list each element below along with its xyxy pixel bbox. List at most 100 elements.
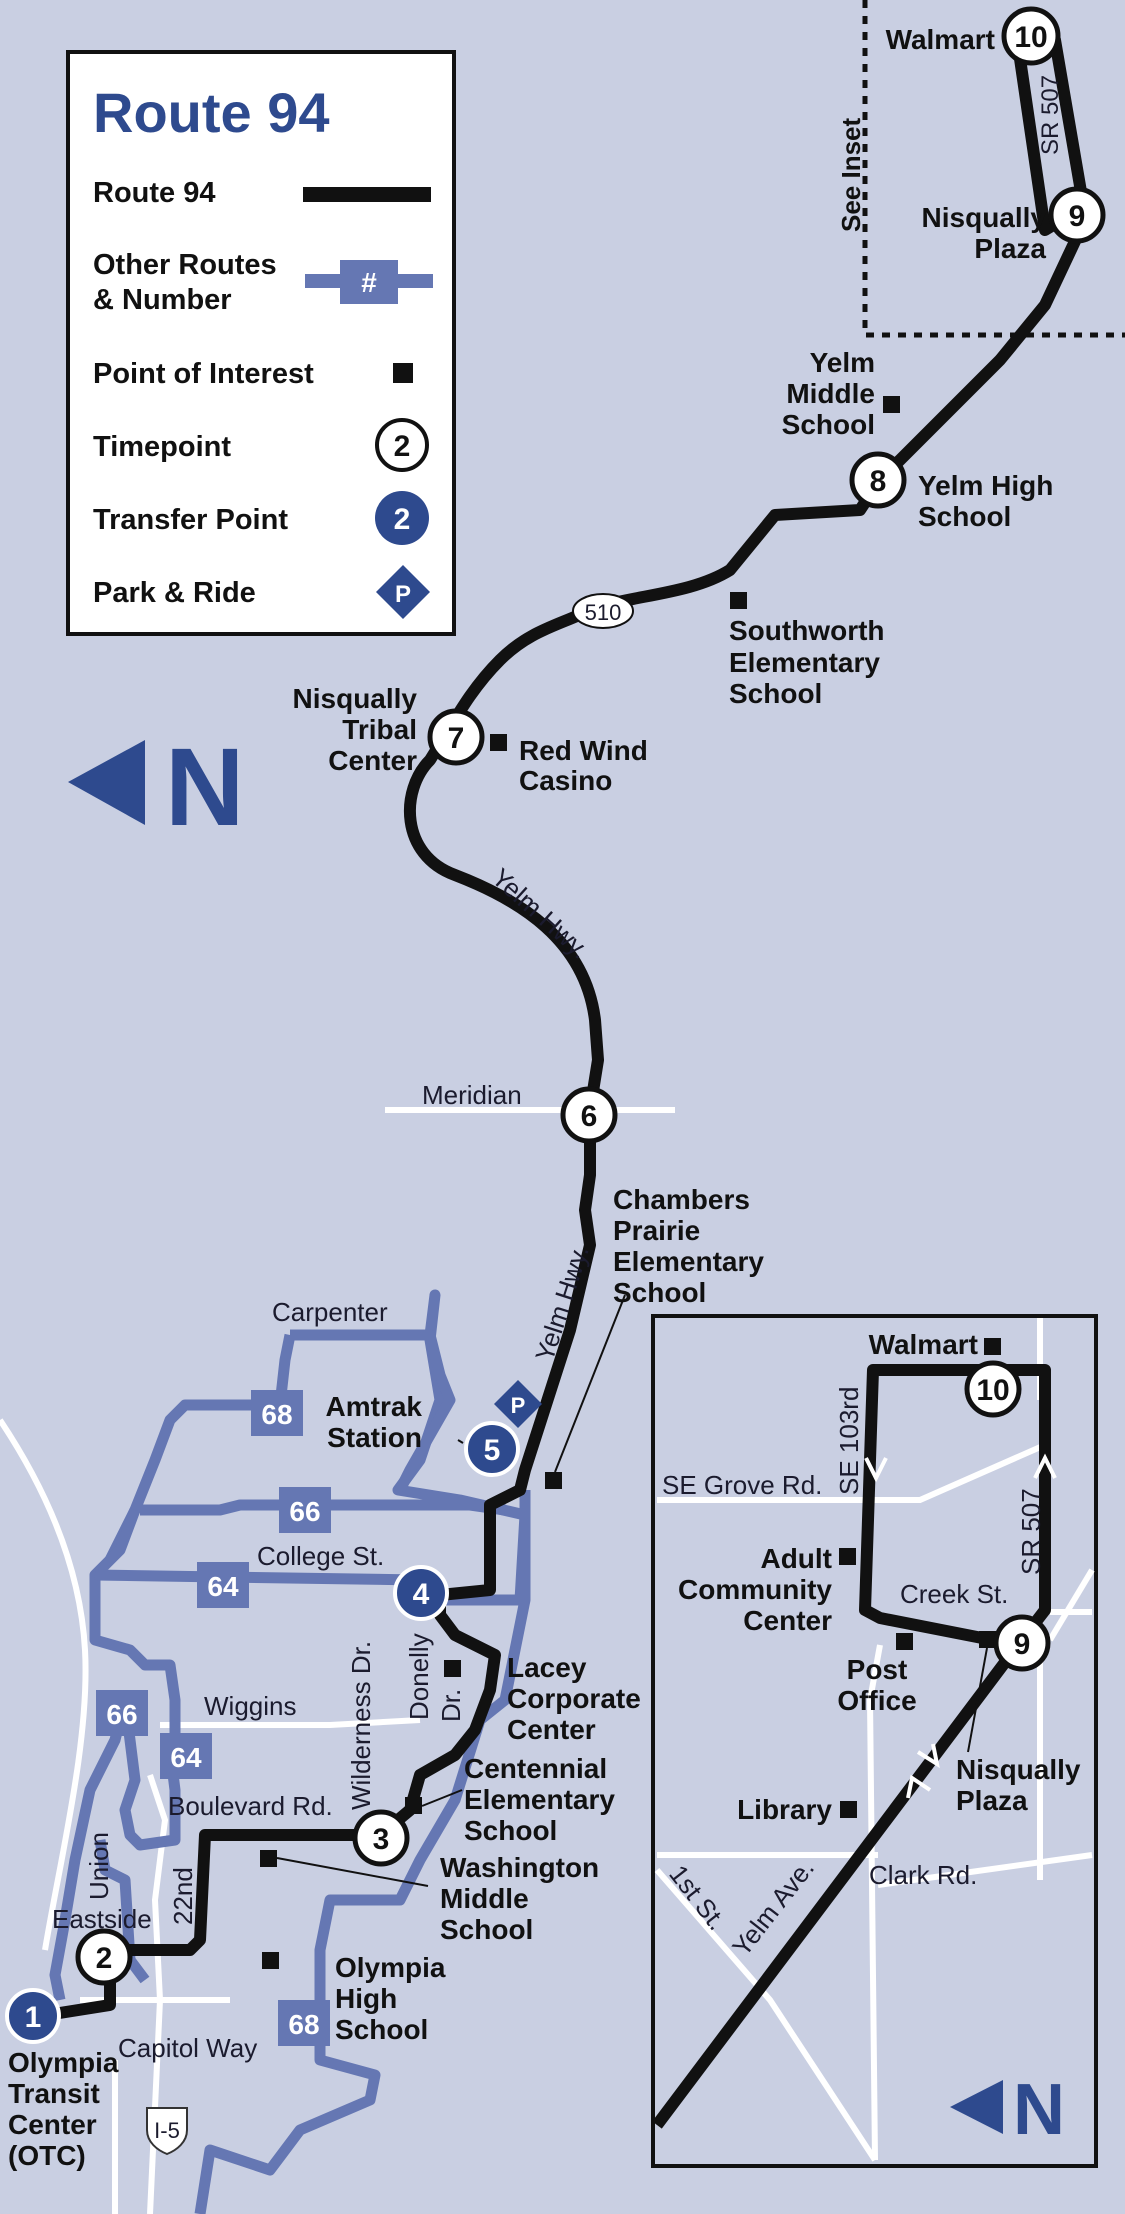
22nd-label: 22nd	[168, 1867, 198, 1925]
timepoint-7-label-line1: Nisqually	[293, 683, 418, 714]
legend-other-routes-line1: Other Routes	[93, 249, 277, 281]
svg-text:1: 1	[25, 2001, 42, 2034]
legend-park-ride-label: Park & Ride	[93, 577, 256, 609]
inset-post-office-marker	[896, 1633, 913, 1650]
poi-red-wind-line2: Casino	[519, 765, 612, 796]
inset-walmart-label: Walmart	[869, 1329, 978, 1360]
legend-poi-square	[393, 363, 413, 383]
north-arrow-triangle	[68, 740, 145, 825]
timepoint-9-label-line1: Nisqually	[922, 202, 1047, 233]
inset-clark-rd	[877, 1852, 1093, 1888]
inset-chevron-ne	[916, 1743, 940, 1769]
inset-1st-st	[654, 1868, 878, 2162]
poi-yelm-middle-line1: Yelm	[810, 347, 875, 378]
inset-adult-line1: Adult	[760, 1543, 832, 1574]
street-west-curve	[0, 1418, 89, 1951]
wilderness-label: Wilderness Dr.	[346, 1641, 376, 1810]
poi-chambers-line2: Prairie	[613, 1215, 700, 1246]
legend-park-ride-symbol: P	[395, 581, 411, 608]
route-badge-64-west: 64	[160, 1733, 212, 1779]
legend-route-label: Route 94	[93, 177, 215, 209]
boulevard-label: Boulevard Rd.	[168, 1791, 333, 1821]
legend-timepoint-circle	[375, 418, 429, 472]
other-route-badges: 68 66 64 66 64 68	[96, 1390, 331, 2046]
poi-olympia-high-line2: High	[335, 1983, 397, 2014]
inset-timepoint-10	[964, 1360, 1022, 1418]
poi-washington-marker	[260, 1850, 277, 1867]
poi-olympia-high-marker	[262, 1952, 279, 1969]
see-inset-label: See Inset	[836, 117, 866, 232]
route-badge-68-north: 68	[251, 1390, 303, 1436]
inset-nisqually-plaza-leader	[967, 1647, 988, 1753]
route-badge-64-east: 64	[197, 1562, 249, 1608]
legend-other-routes-line2: & Number	[93, 284, 232, 316]
inset-post-office-line1: Post	[847, 1654, 908, 1685]
poi-southworth-line1: Southworth	[729, 615, 885, 646]
timepoint-8-label-line1: Yelm High	[918, 470, 1053, 501]
inset-grove-label: SE Grove Rd.	[662, 1470, 822, 1500]
svg-text:68: 68	[261, 1399, 292, 1430]
legend-route-swatch	[303, 187, 431, 202]
legend-other-routes-badge	[340, 260, 398, 304]
poi-red-wind-marker	[490, 734, 507, 751]
poi-centennial-leader	[421, 1789, 463, 1807]
timepoint-5: 5 Amtrak Station	[326, 1391, 520, 1477]
svg-text:4: 4	[413, 1578, 430, 1611]
inset-sr507-label: SR 507	[1016, 1488, 1046, 1575]
north-arrow-label: N	[165, 726, 244, 849]
svg-text:2: 2	[96, 1942, 113, 1975]
inset-chevron-sw	[906, 1774, 932, 1799]
svg-text:8: 8	[870, 465, 887, 498]
inset-se103rd-south	[866, 1644, 883, 2161]
poi-lacey-marker	[444, 1660, 461, 1677]
svg-text:5: 5	[484, 1434, 501, 1467]
inset-walmart-marker	[984, 1338, 1001, 1355]
inset-chevron-north	[1033, 1453, 1057, 1479]
legend-poi-label: Point of Interest	[93, 358, 314, 390]
poi-red-wind-line1: Red Wind	[519, 735, 648, 766]
inset-adult-marker	[839, 1548, 856, 1565]
sr510-shield: 510	[572, 593, 634, 629]
svg-text:9: 9	[1069, 200, 1086, 233]
legend-transfer-symbol: 2	[394, 503, 411, 536]
inset-timepoint-9	[993, 1614, 1051, 1672]
college-label: College St.	[257, 1541, 384, 1571]
park-and-ride-label: P	[511, 1393, 526, 1418]
capitol-way-label: Capitol Way	[118, 2033, 257, 2063]
timepoint-2: 2	[75, 1928, 133, 1986]
timepoint-1-label-line1: Olympia	[8, 2047, 119, 2078]
inset-creek-east	[1047, 1568, 1095, 1642]
timepoint-4: 4	[393, 1565, 449, 1621]
poi-southworth-line2: Elementary	[729, 647, 880, 678]
inset-streets	[654, 1318, 1095, 2162]
svg-text:10: 10	[1014, 21, 1047, 54]
points-of-interest: Yelm Middle School Southworth Elementary…	[260, 347, 900, 2045]
donelly-label: Donelly	[404, 1633, 434, 1720]
inset-library-label: Library	[737, 1794, 832, 1825]
poi-chambers-marker	[545, 1472, 562, 1489]
poi-lacey-line1: Lacey	[507, 1652, 587, 1683]
poi-chambers-line1: Chambers	[613, 1184, 750, 1215]
wiggins-label: Wiggins	[204, 1691, 296, 1721]
meridian-label: Meridian	[422, 1080, 522, 1110]
legend-transfer-label: Transfer Point	[93, 504, 288, 536]
inset-chevron-south	[864, 1457, 888, 1483]
poi-washington-leader	[276, 1857, 429, 1887]
svg-text:66: 66	[106, 1699, 137, 1730]
poi-centennial-line3: School	[464, 1815, 557, 1846]
timepoint-9: 9 Nisqually Plaza	[922, 186, 1106, 264]
route-badge-66-west: 66	[96, 1690, 148, 1736]
timepoint-5-label-line2: Station	[327, 1422, 422, 1453]
street-wiggins	[160, 1717, 421, 1728]
inset-timepoint-9-label: 9	[1014, 1628, 1031, 1661]
inset-post-office-line2: Office	[837, 1685, 916, 1716]
legend-other-routes-symbol: #	[361, 267, 377, 298]
park-and-ride-marker: P	[494, 1380, 542, 1428]
svg-text:68: 68	[288, 2009, 319, 2040]
inset-nisqually-plaza-marker	[979, 1631, 996, 1648]
sr510-label: 510	[585, 600, 622, 625]
poi-centennial-marker	[405, 1797, 422, 1814]
route-badge-66-east: 66	[279, 1487, 331, 1533]
timepoint-6: 6	[560, 1086, 618, 1144]
inset-nisqually-plaza-line2: Plaza	[956, 1785, 1028, 1816]
